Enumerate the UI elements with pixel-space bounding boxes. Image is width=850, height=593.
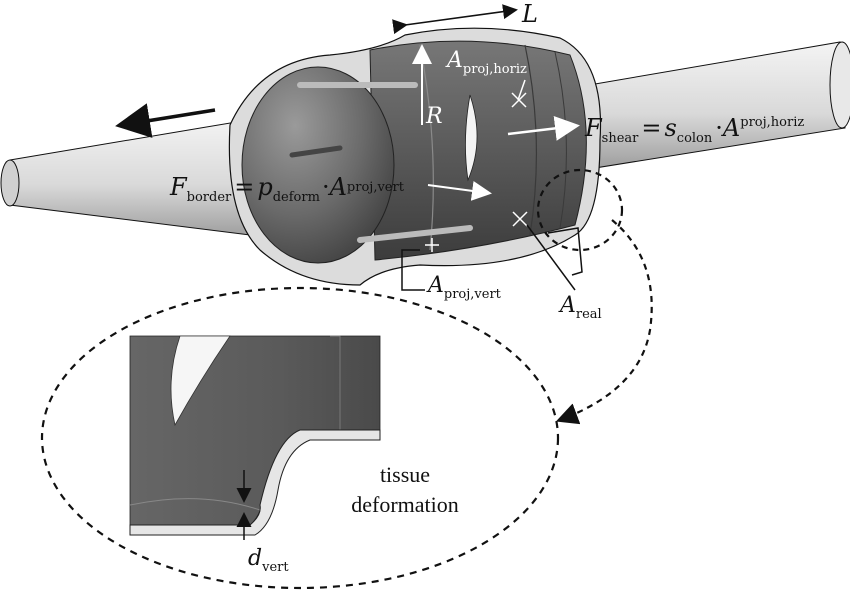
capsule-band-2 [524, 44, 538, 236]
zoom-connector [555, 219, 653, 425]
motion-arrow [115, 103, 216, 138]
a-proj-horiz-cross [511, 92, 527, 108]
label-d-vert: dvert [248, 546, 289, 575]
label-f-border: Fborder=pdeform·Aproj,vert [169, 173, 405, 205]
colon-tube-right [559, 41, 846, 173]
zoom-ellipse [40, 286, 560, 590]
label-a-proj-horiz: Aproj,horiz [445, 48, 527, 77]
f-shear-arrow [507, 115, 580, 141]
detail-circle [536, 168, 624, 252]
label-a-real: Areal [558, 293, 602, 322]
rod-bottom [357, 225, 473, 243]
colon-tube-right-end [829, 41, 850, 129]
capsule-sphere [241, 66, 395, 264]
label-tissue: tissue [380, 462, 430, 487]
a-real-cross [512, 211, 528, 227]
a-proj-vert-bracket [401, 249, 425, 291]
label-f-shear: Fshear=scolon·Aproj,horiz [584, 114, 804, 146]
label-deformation: deformation [351, 492, 459, 517]
capsule-window [465, 94, 478, 182]
zoom-detail [129, 335, 381, 536]
colon-tube-left-end [0, 159, 20, 207]
label-a-proj-vert: Aproj,vert [426, 273, 502, 302]
f-border-arrow [427, 180, 492, 201]
label-l: L [521, 0, 538, 28]
rod-middle [289, 145, 343, 158]
capsule-cylinder [369, 40, 587, 261]
capsule-band-1 [419, 44, 434, 251]
a-real-box [547, 227, 583, 276]
l-dimension-arrow [392, 4, 518, 35]
a-proj-horiz-pointer [517, 79, 526, 101]
a-real-pointer [526, 224, 576, 291]
a-proj-vert-plus [425, 238, 439, 252]
label-r: R [425, 104, 443, 129]
